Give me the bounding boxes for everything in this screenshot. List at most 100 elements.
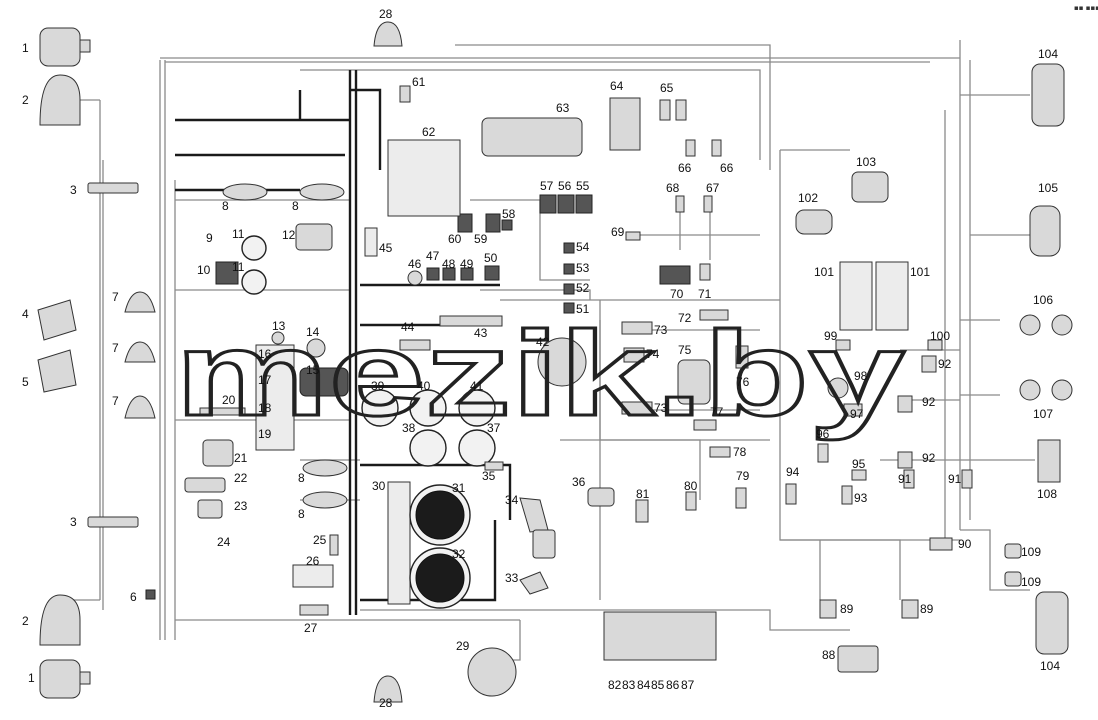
indicator-panel-30 xyxy=(387,481,411,605)
callout-label-19: 19 xyxy=(258,427,272,441)
component-103 xyxy=(851,171,889,203)
socket-107a xyxy=(1019,379,1041,401)
callout-label-51: 51 xyxy=(576,302,590,316)
component-27 xyxy=(299,604,329,616)
callout-label-28a: 28 xyxy=(379,7,393,21)
component-43 xyxy=(439,315,503,327)
callout-label-79: 79 xyxy=(736,469,750,483)
callout-label-96: 96 xyxy=(816,427,830,441)
callout-label-35: 35 xyxy=(482,469,496,483)
headlight-top xyxy=(39,27,91,67)
components xyxy=(37,21,1073,703)
callout-label-89a: 89 xyxy=(840,602,854,616)
component-6 xyxy=(145,589,156,600)
relay-group-16-19 xyxy=(255,344,295,451)
gauge-11b xyxy=(241,269,267,295)
callout-label-70: 70 xyxy=(670,287,684,301)
sensor-78 xyxy=(709,446,731,458)
callout-label-68: 68 xyxy=(666,181,680,195)
callout-label-92b: 92 xyxy=(922,395,936,409)
callout-label-62: 62 xyxy=(422,125,436,139)
lamp-108 xyxy=(1037,439,1061,483)
sensor-92c xyxy=(897,451,913,469)
callout-label-17: 17 xyxy=(258,373,272,387)
callout-label-85: 85 xyxy=(651,678,665,692)
callout-label-97: 97 xyxy=(850,407,864,421)
sensor-77 xyxy=(693,419,717,431)
callout-label-38: 38 xyxy=(402,421,416,435)
callout-label-6: 6 xyxy=(130,590,137,604)
callout-label-91a: 91 xyxy=(898,472,912,486)
callout-label-28b: 28 xyxy=(379,696,393,710)
callout-label-50: 50 xyxy=(484,251,498,265)
connector-45 xyxy=(364,227,378,257)
callout-label-108: 108 xyxy=(1037,487,1057,501)
callout-label-71: 71 xyxy=(698,287,712,301)
callout-label-3a: 3 xyxy=(70,183,77,197)
component-26 xyxy=(292,564,334,588)
component-50 xyxy=(484,265,500,281)
callout-label-64: 64 xyxy=(610,79,624,93)
callout-label-10: 10 xyxy=(197,263,211,277)
starter-63 xyxy=(481,117,583,157)
callout-label-61: 61 xyxy=(412,75,426,89)
callout-label-31: 31 xyxy=(452,481,466,495)
callout-label-93: 93 xyxy=(854,491,868,505)
switch-34 xyxy=(519,497,549,533)
callout-label-60: 60 xyxy=(448,232,462,246)
connector-109a xyxy=(1004,543,1022,559)
callout-label-73a: 73 xyxy=(654,323,668,337)
sensor-89a xyxy=(819,599,837,619)
gauge-39 xyxy=(361,389,399,427)
callout-label-49: 49 xyxy=(460,257,474,271)
component-10 xyxy=(215,261,239,285)
component-22 xyxy=(184,477,226,493)
callout-label-69: 69 xyxy=(611,225,625,239)
valve-73b xyxy=(621,401,653,415)
sensor-99 xyxy=(835,339,851,351)
callout-label-76: 76 xyxy=(736,375,750,389)
callout-label-109a: 109 xyxy=(1021,545,1041,559)
component-102 xyxy=(795,209,833,235)
component-15 xyxy=(299,367,349,397)
socket-107b xyxy=(1051,379,1073,401)
callout-label-2b: 2 xyxy=(22,614,29,628)
sensor-89b xyxy=(901,599,919,619)
component-98 xyxy=(827,377,849,399)
callout-label-84: 84 xyxy=(637,678,651,692)
watermark: mezik.by xyxy=(175,307,905,441)
callout-label-44: 44 xyxy=(401,320,415,334)
sensor-96 xyxy=(817,443,829,463)
switch-58 xyxy=(501,219,513,231)
callout-label-102: 102 xyxy=(798,191,818,205)
callout-label-90: 90 xyxy=(958,537,972,551)
callout-label-29: 29 xyxy=(456,639,470,653)
callout-label-21: 21 xyxy=(234,451,248,465)
sidelight-top xyxy=(39,74,81,126)
switch-57 xyxy=(539,194,557,214)
sensor-81 xyxy=(635,499,649,523)
horn-upper xyxy=(37,299,77,341)
component-66b xyxy=(711,139,722,157)
terminal-block-top xyxy=(87,182,139,194)
alternator-42 xyxy=(537,337,587,387)
callout-label-5: 5 xyxy=(22,375,29,389)
callout-label-11a: 11 xyxy=(232,227,245,241)
sensor-76 xyxy=(735,345,749,369)
callout-label-24: 24 xyxy=(217,535,231,549)
component-20 xyxy=(199,407,246,416)
sensor-91b xyxy=(961,469,973,489)
sidelight-bottom xyxy=(39,594,81,646)
sensor-97 xyxy=(843,403,863,417)
component-61 xyxy=(399,85,411,103)
callout-label-89b: 89 xyxy=(920,602,934,616)
sensor-100 xyxy=(927,339,943,351)
connector-69 xyxy=(625,231,641,241)
callout-label-40: 40 xyxy=(417,379,431,393)
callout-label-11b: 11 xyxy=(232,260,245,274)
callout-label-8a: 8 xyxy=(222,199,229,213)
filter-75 xyxy=(677,359,711,405)
component-52 xyxy=(563,283,575,295)
sensor-92a xyxy=(921,355,937,373)
callout-label-22: 22 xyxy=(234,471,248,485)
